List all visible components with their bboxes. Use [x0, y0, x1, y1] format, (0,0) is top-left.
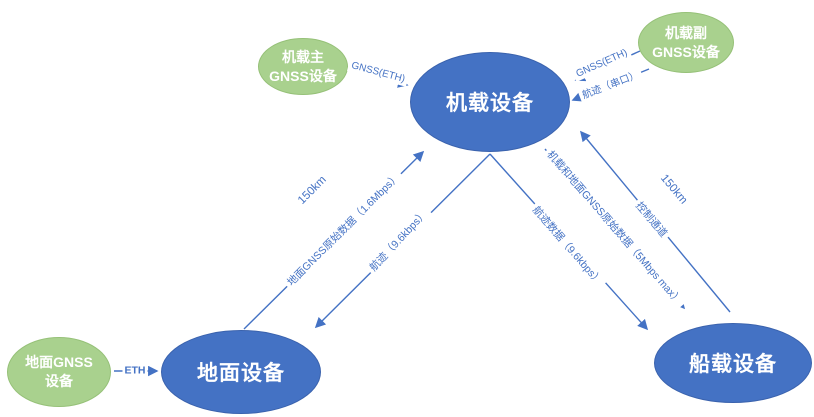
node-aux-gnss-label: 机载副 GNSS设备 — [652, 24, 720, 60]
node-ground-device: 地面设备 — [161, 330, 321, 414]
node-airborne-label: 机载设备 — [446, 92, 534, 115]
node-ground-label: 地面设备 — [197, 362, 285, 385]
node-ship-label: 船载设备 — [689, 353, 777, 376]
edge-label-eth: ETH — [122, 364, 148, 378]
node-ship-device: 船载设备 — [654, 323, 812, 403]
node-ground-gnss-device: 地面GNSS 设备 — [7, 337, 111, 407]
node-ground-gnss-label: 地面GNSS 设备 — [25, 354, 93, 389]
node-main-gnss-label: 机载主 GNSS设备 — [269, 48, 337, 84]
node-aux-gnss-device: 机载副 GNSS设备 — [638, 12, 734, 73]
node-airborne-device: 机载设备 — [410, 52, 570, 152]
node-main-gnss-device: 机载主 GNSS设备 — [258, 38, 348, 95]
